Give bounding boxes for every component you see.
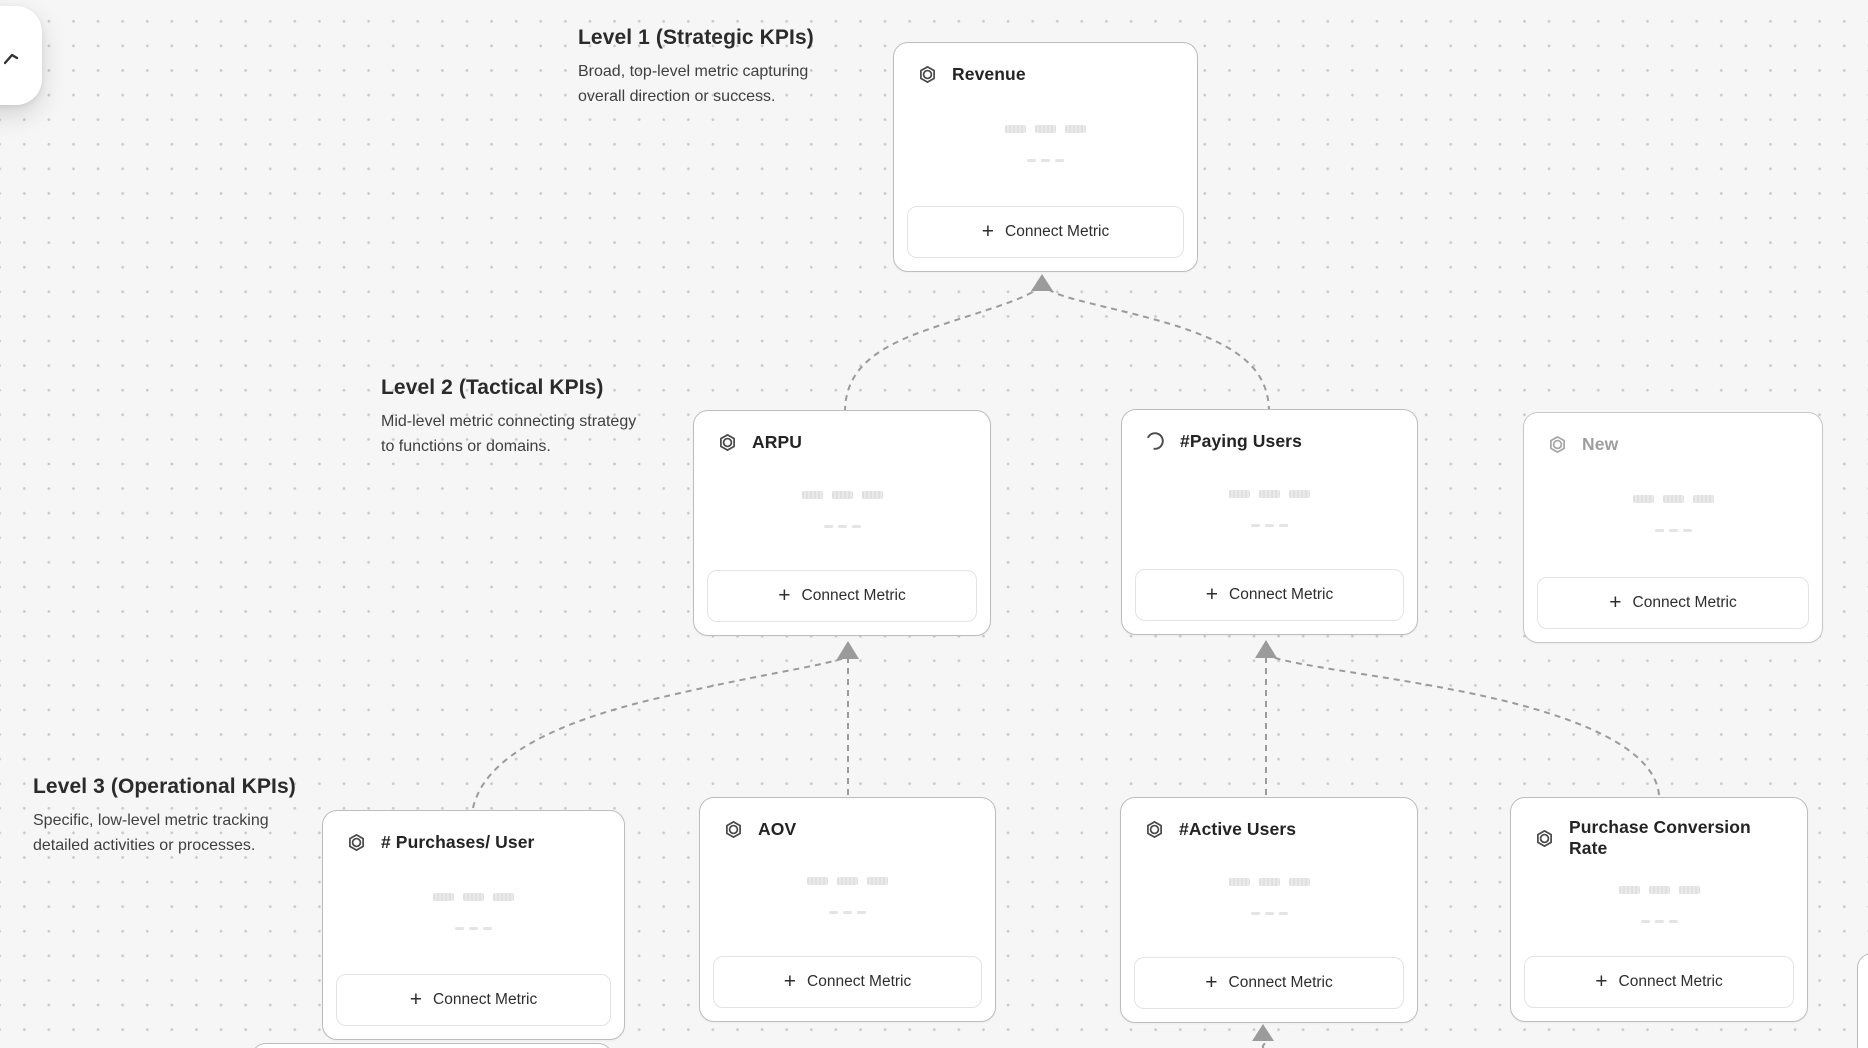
metric-hexagon-icon xyxy=(1142,817,1166,841)
skeleton-bars xyxy=(1228,877,1310,886)
card-header: Purchase Conversion Rate xyxy=(1511,798,1807,859)
connect-metric-button[interactable]: + Connect Metric xyxy=(707,570,977,622)
level3-description: Specific, low-level metric tracking deta… xyxy=(33,812,269,854)
plus-icon: + xyxy=(783,969,797,993)
level2-description: Mid-level metric connecting strategy to … xyxy=(381,413,637,455)
plus-icon: + xyxy=(1205,970,1218,994)
partial-metric-card-right[interactable] xyxy=(1857,953,1868,1048)
skeleton-dashes xyxy=(1640,920,1678,923)
skeleton-dashes xyxy=(829,911,866,914)
metric-skeleton xyxy=(1122,453,1417,569)
card-header: ARPU xyxy=(694,411,990,454)
connect-metric-button[interactable]: + Connect Metric xyxy=(1524,956,1794,1008)
metric-card-aov[interactable]: AOV + Connect Metric xyxy=(699,797,996,1022)
metric-skeleton xyxy=(700,841,995,956)
level3-label: Level 3 (Operational KPIs) Specific, low… xyxy=(33,775,305,859)
card-header: Revenue xyxy=(894,43,1197,86)
card-header: AOV xyxy=(700,798,995,841)
metric-hexagon-icon xyxy=(1532,826,1556,850)
skeleton-dashes xyxy=(1654,529,1692,532)
connect-metric-label: Connect Metric xyxy=(1618,973,1723,990)
partial-metric-card-bottom[interactable] xyxy=(251,1043,613,1048)
metric-skeleton xyxy=(1121,841,1417,957)
metric-card-title: #Paying Users xyxy=(1180,430,1302,451)
spinner-icon xyxy=(1143,429,1167,453)
canvas-toolbar-button[interactable] xyxy=(0,6,42,105)
connect-metric-label: Connect Metric xyxy=(433,991,538,1008)
connect-metric-label: Connect Metric xyxy=(1228,974,1333,991)
metric-skeleton xyxy=(1524,456,1822,577)
metric-card-title: AOV xyxy=(758,818,797,839)
metric-hexagon-icon xyxy=(721,817,745,841)
metric-card-arpu[interactable]: ARPU + Connect Metric xyxy=(693,410,991,636)
metric-card-title: Purchase Conversion Rate xyxy=(1569,817,1751,858)
connect-metric-button[interactable]: + Connect Metric xyxy=(1135,569,1404,621)
metric-card-title: # Purchases/ User xyxy=(381,831,535,852)
metric-card-paying-users[interactable]: #Paying Users + Connect Metric xyxy=(1121,409,1418,635)
skeleton-dashes xyxy=(1027,158,1064,162)
skeleton-bars xyxy=(807,877,888,885)
card-header: New xyxy=(1524,413,1822,456)
level1-label: Level 1 (Strategic KPIs) Broad, top-leve… xyxy=(578,26,838,110)
metric-card-new[interactable]: New + Connect Metric xyxy=(1523,412,1823,643)
metric-skeleton xyxy=(694,454,990,570)
metric-skeleton xyxy=(1511,859,1807,956)
connect-metric-label: Connect Metric xyxy=(1005,223,1110,240)
skeleton-bars xyxy=(1632,495,1714,503)
plus-icon: + xyxy=(1205,582,1219,606)
connect-metric-button[interactable]: + Connect Metric xyxy=(336,974,611,1026)
metric-card-purchase-conversion-rate[interactable]: Purchase Conversion Rate + Connect Metri… xyxy=(1510,797,1808,1022)
card-header: # Purchases/ User xyxy=(323,811,624,854)
skeleton-dashes xyxy=(455,926,492,930)
skeleton-bars xyxy=(433,892,514,901)
connect-metric-button[interactable]: + Connect Metric xyxy=(713,956,982,1008)
metric-card-revenue[interactable]: Revenue + Connect Metric xyxy=(893,42,1198,272)
metric-card-title: ARPU xyxy=(752,431,802,452)
connect-metric-label: Connect Metric xyxy=(1632,594,1737,611)
level3-title: Level 3 (Operational KPIs) xyxy=(33,775,296,798)
card-header: #Active Users xyxy=(1121,798,1417,841)
connect-metric-label: Connect Metric xyxy=(807,973,912,990)
plus-icon: + xyxy=(1595,969,1608,993)
metric-card-active-users[interactable]: #Active Users + Connect Metric xyxy=(1120,797,1418,1023)
connect-metric-label: Connect Metric xyxy=(1229,586,1334,603)
plus-icon: + xyxy=(409,987,423,1011)
skeleton-bars xyxy=(1005,124,1086,133)
level1-title: Level 1 (Strategic KPIs) xyxy=(578,26,814,49)
connect-metric-label: Connect Metric xyxy=(801,587,906,604)
skeleton-bars xyxy=(1229,489,1310,498)
level1-description: Broad, top-level metric capturing overal… xyxy=(578,63,809,105)
skeleton-dashes xyxy=(823,524,861,528)
metric-card-title: #Active Users xyxy=(1179,818,1297,839)
metric-card-purchases-per-user[interactable]: # Purchases/ User + Connect Metric xyxy=(322,810,625,1040)
connect-metric-button[interactable]: + Connect Metric xyxy=(1537,577,1809,629)
card-header: #Paying Users xyxy=(1122,410,1417,453)
metric-hexagon-icon xyxy=(344,830,368,854)
plus-icon: + xyxy=(981,219,995,243)
plus-icon: + xyxy=(778,583,791,607)
plus-icon: + xyxy=(1609,590,1622,614)
metric-skeleton xyxy=(894,86,1197,206)
level2-label: Level 2 (Tactical KPIs) Mid-level metric… xyxy=(381,376,643,460)
skeleton-dashes xyxy=(1250,911,1288,915)
metric-hexagon-icon xyxy=(915,62,939,86)
metric-skeleton xyxy=(323,854,624,974)
skeleton-bars xyxy=(801,490,883,499)
skeleton-dashes xyxy=(1251,523,1288,527)
metric-card-title: New xyxy=(1582,433,1619,454)
metric-hexagon-icon xyxy=(715,430,739,454)
metric-hexagon-icon xyxy=(1545,432,1569,456)
connect-metric-button[interactable]: + Connect Metric xyxy=(907,206,1184,258)
skeleton-bars xyxy=(1618,886,1700,894)
metric-card-title: Revenue xyxy=(952,63,1026,84)
connect-metric-button[interactable]: + Connect Metric xyxy=(1134,957,1404,1009)
level2-title: Level 2 (Tactical KPIs) xyxy=(381,376,604,399)
